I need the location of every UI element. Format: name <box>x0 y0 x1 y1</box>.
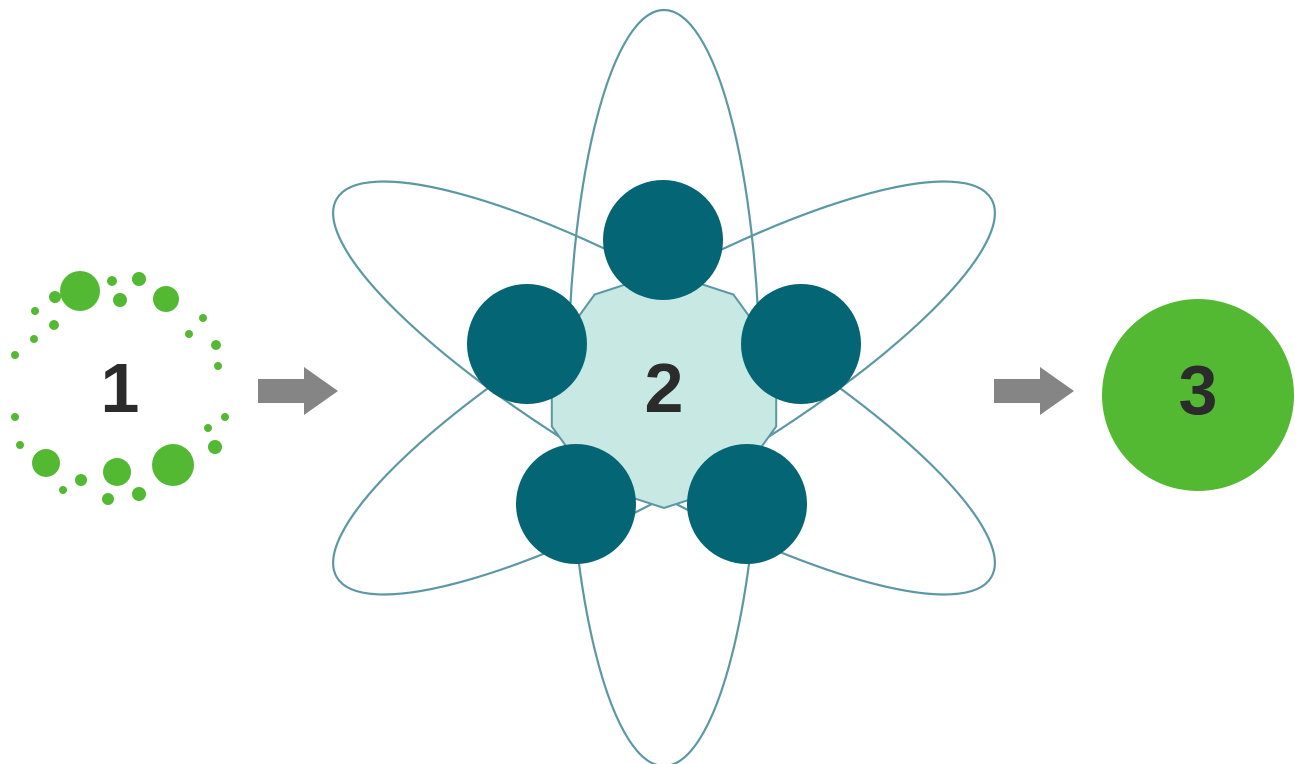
right-arrow-icon <box>994 367 1074 415</box>
ring-dot <box>32 449 60 477</box>
ring-dot <box>214 362 222 370</box>
ring-dot <box>103 458 131 486</box>
ring-dot <box>208 440 222 454</box>
electron-circle <box>516 444 636 564</box>
ring-dot <box>107 276 117 286</box>
step-2: 2 <box>289 10 1040 764</box>
step-3-label: 3 <box>1179 351 1218 429</box>
ring-dot <box>199 314 207 322</box>
ring-dot <box>211 340 221 350</box>
electron-circle <box>687 444 807 564</box>
electron-circle <box>603 180 723 300</box>
step-3: 3 <box>1102 299 1294 491</box>
step-2-label: 2 <box>645 349 684 427</box>
ring-dot <box>102 493 114 505</box>
ring-dot <box>11 351 19 359</box>
ring-dot <box>132 272 146 286</box>
step-1: 1 <box>11 271 229 505</box>
electron-circle <box>741 284 861 404</box>
ring-dot <box>152 444 194 486</box>
arrow-2-to-3 <box>994 367 1074 415</box>
ring-dot <box>30 335 38 343</box>
right-arrow-icon <box>258 367 338 415</box>
electron-circle <box>467 284 587 404</box>
ring-dot <box>16 441 24 449</box>
ring-dot <box>153 286 179 312</box>
step-1-label: 1 <box>101 349 140 427</box>
ring-dot <box>132 487 146 501</box>
ring-dot <box>31 307 39 315</box>
ring-dot <box>113 293 127 307</box>
ring-dot <box>221 413 229 421</box>
ring-dot <box>49 320 59 330</box>
ring-dot <box>49 291 61 303</box>
ring-dot <box>59 486 67 494</box>
ring-dot <box>204 424 212 432</box>
ring-dot <box>75 474 87 486</box>
ring-dot <box>185 330 193 338</box>
ring-dot <box>60 271 100 311</box>
arrow-1-to-2 <box>258 367 338 415</box>
ring-dot <box>11 413 19 421</box>
